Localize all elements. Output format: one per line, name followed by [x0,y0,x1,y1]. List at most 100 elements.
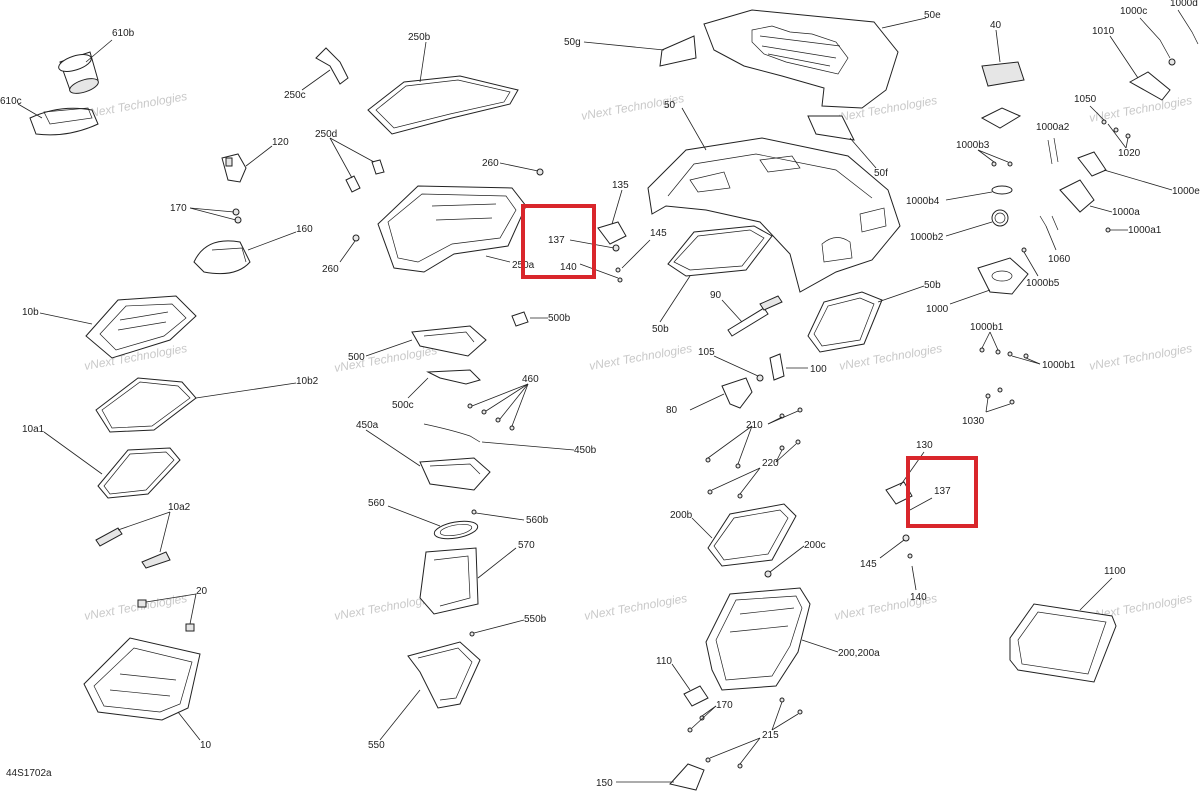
part-200b-gasket [707,503,797,567]
part-550-bin [407,641,481,709]
part-110-clip [683,685,709,707]
watermark-7: vNext Technologies [588,341,693,373]
label-560b: 560b [526,515,549,526]
label-105: 105 [698,347,715,358]
label-137-top: 137 [548,235,565,246]
label-50f: 50f [874,168,888,179]
label-1000b2: 1000b2 [910,232,944,243]
part-460-screws [467,403,515,431]
label-1000b1-top: 1000b1 [970,322,1004,333]
part-260-fastener-left [352,234,360,242]
highlight-box-137-bottom [906,456,978,528]
part-450b-cable [423,423,481,443]
label-560: 560 [368,498,385,509]
label-170-center: 170 [716,700,733,711]
label-260-top: 260 [482,158,499,169]
label-200c: 200c [804,540,826,551]
diagram-code: 44S1702a [6,768,52,779]
part-1100-mat [1009,603,1117,683]
label-1000d: 1000d [1170,0,1198,9]
part-105-screw [756,374,764,382]
part-50e-decal [703,9,899,109]
watermark-10: vNext Technologies [83,591,188,623]
part-150-bracket [669,763,705,791]
part-1000a-lock-body [1059,179,1095,213]
part-1000e-bracket [1077,151,1107,177]
part-90-gas-strut [727,295,783,337]
part-1050-plate [980,107,1022,129]
label-20: 20 [196,586,208,597]
highlight-box-137-top [521,204,596,279]
part-1000b4-washer [991,185,1013,195]
part-50-console-panel [647,137,901,293]
label-1100: 1100 [1104,566,1126,577]
part-200-storage-bin [705,587,811,691]
part-10a2-strips [95,527,171,569]
label-1000b1-right: 1000b1 [1042,360,1076,371]
part-1000a2-rods [1047,137,1059,165]
part-570-compartment [419,547,479,615]
label-90: 90 [710,290,722,301]
part-10-lower-tray [83,637,201,721]
label-450a: 450a [356,420,379,431]
label-200: 200,200a [838,648,880,659]
label-200b: 200b [670,510,693,521]
label-570: 570 [518,540,535,551]
part-200c-fastener [764,570,772,578]
label-250c: 250c [284,90,306,101]
part-1000c-wire [1139,17,1176,66]
part-10a1-seal [97,447,181,499]
part-260-fastener-top [536,168,544,176]
label-1000: 1000 [926,304,949,315]
label-260-left: 260 [322,264,339,275]
label-160: 160 [296,224,313,235]
label-130: 130 [916,440,933,451]
label-1000c: 1000c [1120,6,1147,17]
label-80: 80 [666,405,678,416]
part-50b-gasket-left [667,225,773,277]
label-10b: 10b [22,307,39,318]
label-110: 110 [656,656,672,667]
part-1000d-wire [1177,9,1199,45]
label-100: 100 [810,364,827,375]
label-250d: 250d [315,129,337,140]
part-500c-frame [426,369,481,385]
part-50b-gasket-right [807,291,883,353]
label-140-bottom: 140 [910,592,927,603]
label-50g: 50g [564,37,581,48]
part-1000a1-pin [1105,227,1111,233]
label-460: 460 [522,374,539,385]
label-140-top: 140 [560,262,577,273]
part-610b-filter [58,51,99,94]
part-500b-clip [511,311,529,327]
part-560b-pin [471,509,477,515]
label-220: 220 [762,458,779,469]
label-550b: 550b [524,614,547,625]
label-1000b3: 1000b3 [956,140,990,151]
label-135: 135 [612,180,629,191]
part-500-lid [411,325,487,357]
part-250d-straps [345,159,385,193]
label-1020: 1020 [1118,148,1141,159]
part-560-ring [433,520,479,540]
label-550: 550 [368,740,385,751]
part-50f-patch [807,115,855,141]
label-250b: 250b [408,32,431,43]
part-215-screws [705,697,803,769]
label-1000b5: 1000b5 [1026,278,1060,289]
part-10b-upper-tray [85,295,197,359]
part-1030-screws [985,387,1015,405]
part-1060-pins [1039,215,1059,231]
part-100-bracket [769,353,785,381]
label-170-left: 170 [170,203,187,214]
label-610c: 610c [0,96,22,107]
part-450a-housing [419,457,491,491]
label-1060: 1060 [1048,254,1071,265]
label-10: 10 [200,740,212,751]
label-50b-right: 50b [924,280,941,291]
label-1000a: 1000a [1112,207,1140,218]
label-1050: 1050 [1074,94,1097,105]
label-10b2: 10b2 [296,376,319,387]
label-150: 150 [596,778,613,789]
